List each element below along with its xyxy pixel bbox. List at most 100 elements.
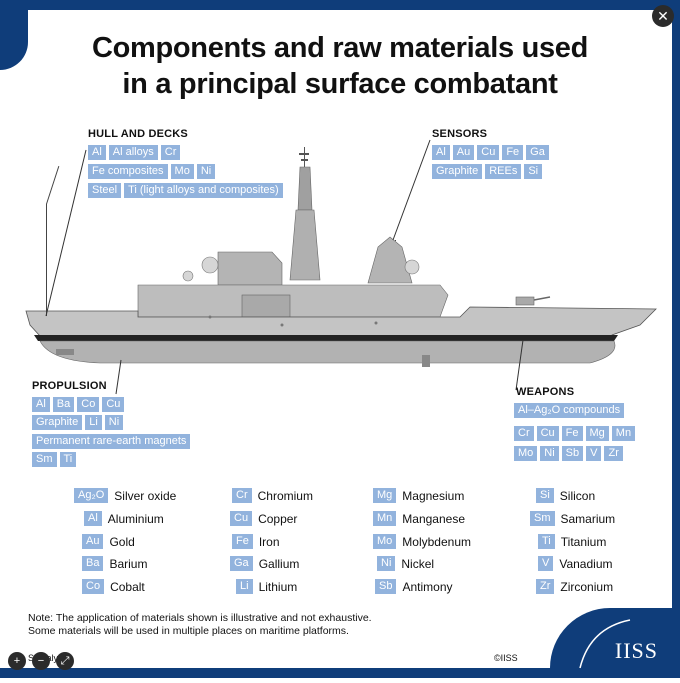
legend-name: Zirconium	[560, 579, 614, 594]
legend-name: Gallium	[258, 556, 300, 571]
tag-v: V	[586, 446, 602, 461]
tag-ba: Ba	[52, 397, 75, 412]
legend-symbol: Al	[84, 511, 102, 526]
legend-name: Chromium	[257, 488, 313, 503]
tag-cu: Cu	[477, 145, 500, 160]
tag-cr: Cr	[514, 426, 534, 441]
legend-item-lithium: Li Lithium	[236, 579, 297, 594]
tag-ga: Ga	[526, 145, 549, 160]
legend-name: Manganese	[402, 511, 465, 526]
weapons-heading: WEAPONS	[516, 386, 575, 398]
legend-item-barium: Ba Barium	[82, 556, 147, 571]
legend-item-silicon: Si Silicon	[536, 488, 595, 503]
tag-ni: Ni	[104, 415, 124, 430]
legend-name: Copper	[258, 511, 298, 526]
tag-zr: Zr	[604, 446, 623, 461]
legend-name: Cobalt	[110, 579, 145, 594]
legend-name: Silicon	[559, 488, 596, 503]
top-frame-bar	[0, 0, 680, 10]
legend-item-chromium: Cr Chromium	[232, 488, 313, 503]
sensors-heading: SENSORS	[432, 128, 488, 140]
tag-mo: Mo	[170, 164, 194, 179]
legend-symbol: Mo	[373, 534, 397, 549]
sensors-leader-line	[395, 240, 396, 241]
tag-ti-light-alloys: Ti (light alloys and composites)	[124, 183, 283, 198]
tag-au: Au	[452, 145, 475, 160]
hull-tag-row-2: Fe composites Mo Ni	[88, 164, 216, 179]
legend-symbol: Cr	[232, 488, 252, 503]
tag-fe: Fe	[561, 426, 583, 441]
propulsion-tag-row-1: Al Ba Co Cu	[32, 397, 125, 412]
legend-symbol: Co	[82, 579, 105, 594]
frigate-illustration	[25, 147, 657, 367]
tag-ti: Ti	[59, 452, 77, 467]
legend-item-nickel: Ni Nickel	[377, 556, 434, 571]
title-line-1: Components and raw materials used	[91, 32, 589, 64]
legend-name: Lithium	[258, 579, 298, 594]
legend-name: Iron	[258, 534, 280, 549]
zoom-out-icon: −	[37, 655, 45, 667]
tag-al: Al	[32, 397, 50, 412]
legend-symbol: Mn	[373, 511, 397, 526]
legend-name: Antimony	[402, 579, 453, 594]
sensors-tag-row-1: Al Au Cu Fe Ga	[432, 145, 549, 160]
tag-al-ag2o-compounds: Al–Ag₂O compounds	[514, 403, 625, 418]
legend-name: Nickel	[401, 556, 435, 571]
propulsion-tag-row-3: Permanent rare-earth magnets	[32, 434, 191, 449]
legend-item-vanadium: V Vanadium	[538, 556, 613, 571]
legend-symbol: Sb	[375, 579, 397, 594]
legend-name: Molybdenum	[402, 534, 471, 549]
zoom-out-button[interactable]: −	[32, 652, 50, 670]
legend-symbol: Si	[536, 488, 554, 503]
legend-symbol: Au	[82, 534, 104, 549]
tag-cr: Cr	[160, 145, 181, 160]
legend-name: Magnesium	[402, 488, 465, 503]
legend-symbol: Ag₂O	[74, 488, 109, 503]
tag-cu: Cu	[102, 397, 125, 412]
fullscreen-button[interactable]: ⤢	[56, 652, 74, 670]
bottom-right-corner-decoration	[550, 608, 680, 678]
tag-graphite: Graphite	[432, 164, 483, 179]
legend-name: Gold	[109, 534, 135, 549]
tag-si: Si	[524, 164, 543, 179]
hull-heading: HULL AND DECKS	[88, 128, 188, 140]
propulsion-tag-row-4: Sm Ti	[32, 452, 77, 467]
legend-item-copper: Cu Copper	[230, 511, 297, 526]
weapons-tag-row-2: Cr Cu Fe Mg Mn	[514, 426, 636, 441]
weapons-tag-row-1: Al–Ag₂O compounds	[514, 403, 625, 418]
tag-ni: Ni	[540, 446, 559, 461]
tag-mn: Mn	[611, 426, 636, 441]
zoom-in-button[interactable]: +	[8, 652, 26, 670]
legend-symbol: Li	[236, 579, 253, 594]
propulsion-tag-row-2: Graphite Li Ni	[32, 415, 124, 430]
hull-tag-row-1: Al Al alloys Cr	[88, 145, 181, 160]
close-button[interactable]: ✕	[652, 5, 674, 27]
tag-ni: Ni	[196, 164, 216, 179]
legend-symbol: V	[538, 556, 554, 571]
legend-item-antimony: Sb Antimony	[375, 579, 453, 594]
footnote-line-2: Some materials will be used in multiple …	[28, 625, 349, 637]
tag-rees: REEs	[485, 164, 522, 179]
logo-swoosh	[579, 619, 631, 669]
tag-fe-composites: Fe composites	[88, 164, 168, 179]
hull-tag-row-3: Steel Ti (light alloys and composites)	[88, 183, 283, 198]
legend-symbol: Cu	[230, 511, 253, 526]
sensors-tag-row-2: Graphite REEs Si	[432, 164, 543, 179]
tag-mo: Mo	[514, 446, 538, 461]
legend-item-zirconium: Zr Zirconium	[536, 579, 613, 594]
legend-symbol: Sm	[530, 511, 555, 526]
copyright-text: ©IISS	[494, 653, 518, 663]
footnote-line-1: Note: The application of materials shown…	[28, 612, 372, 624]
title-line-2: in a principal surface combatant	[122, 68, 558, 100]
legend-item-iron: Fe Iron	[232, 534, 280, 549]
weapons-tag-row-3: Mo Ni Sb V Zr	[514, 446, 623, 461]
fullscreen-icon: ⤢	[60, 655, 70, 667]
tag-al-alloys: Al alloys	[108, 145, 158, 160]
hull-leader-line	[46, 204, 47, 316]
tag-li: Li	[85, 415, 102, 430]
legend-item-manganese: Mn Manganese	[373, 511, 465, 526]
bottom-frame-bar	[0, 668, 680, 678]
legend-name: Aluminium	[107, 511, 164, 526]
legend-item-titanium: Ti Titanium	[538, 534, 606, 549]
